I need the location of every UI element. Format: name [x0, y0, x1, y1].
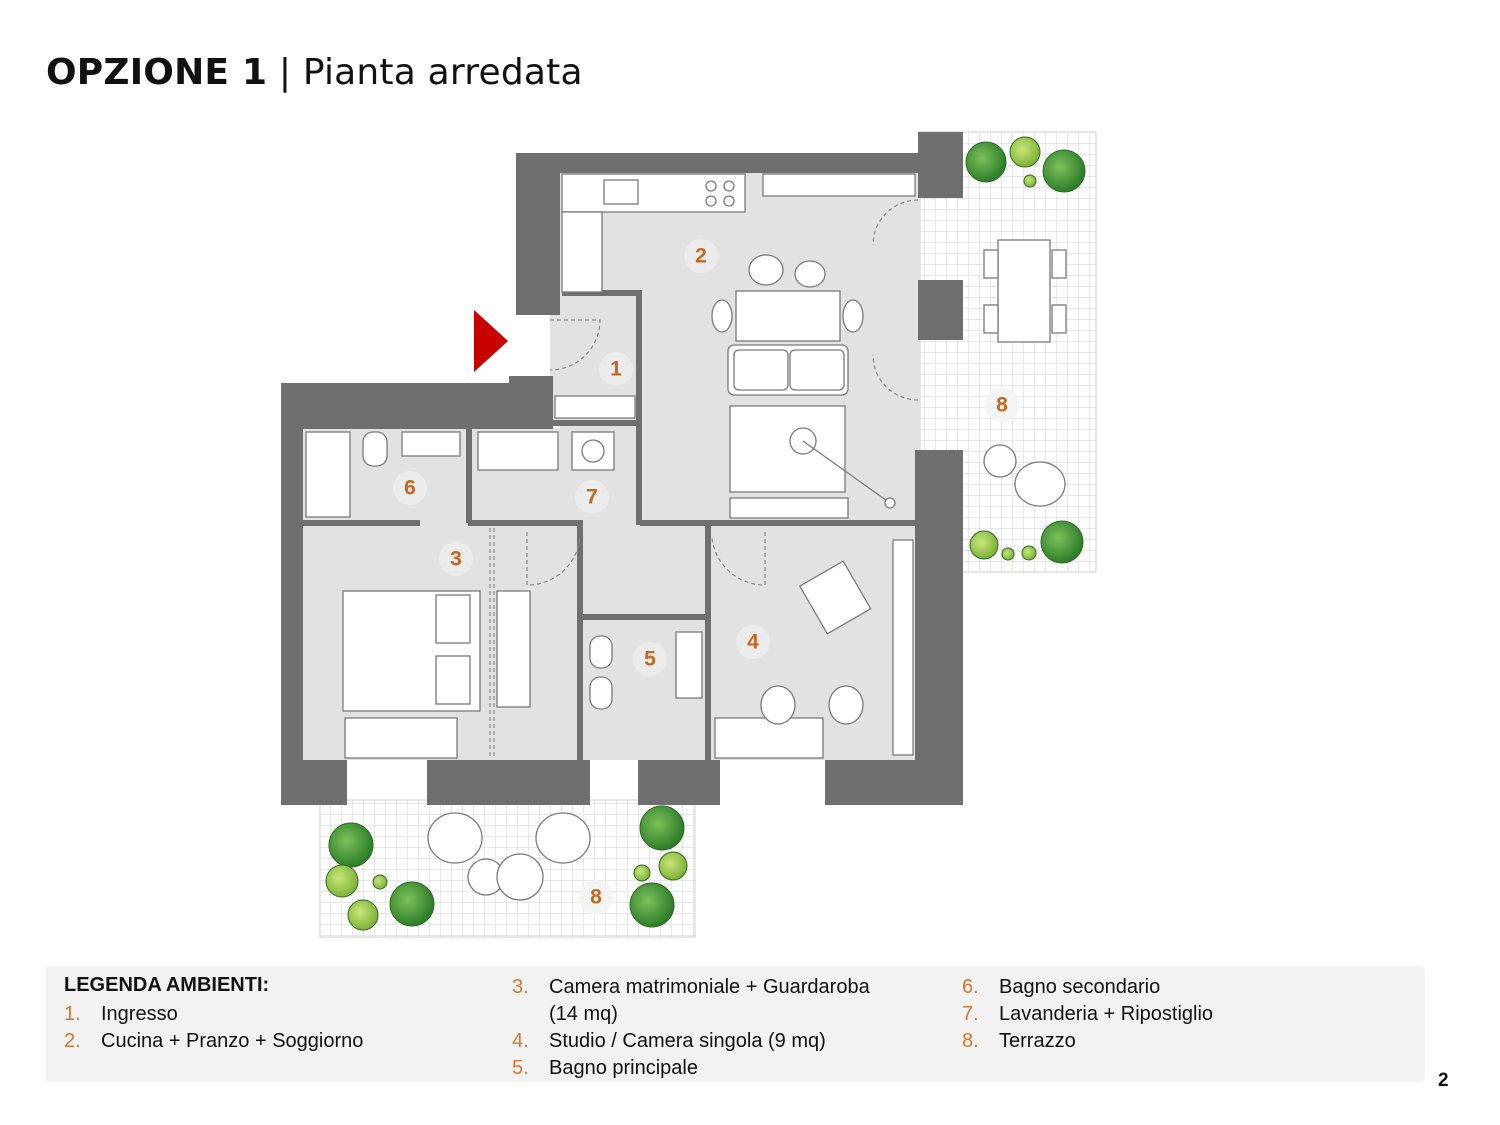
floor-plan: 1 2 3 4 5 6 7 8 8	[281, 131, 1097, 938]
legend-item-text: Ingresso	[101, 1003, 178, 1025]
title-subtitle: | Pianta arredata	[278, 52, 583, 93]
legend-item-number: 2.	[64, 1030, 81, 1052]
room-label-8-east: 8	[996, 394, 1008, 417]
legend-item: 2. Cucina + Pranzo + Soggiorno	[64, 1028, 363, 1055]
legend-item-number: 6.	[962, 976, 979, 998]
legend-item-number: 3.	[512, 976, 529, 998]
room-label-7: 7	[586, 486, 598, 509]
legend-item: 7. Lavanderia + Ripostiglio	[962, 1001, 1213, 1028]
legend-item: 5. Bagno principale	[512, 1055, 870, 1082]
room-label-3: 3	[450, 548, 462, 571]
legend-item-text: Studio / Camera singola (9 mq)	[549, 1030, 826, 1052]
legend-item: 1. Ingresso	[64, 1001, 363, 1028]
page-title: OPZIONE 1 | Pianta arredata	[46, 52, 583, 93]
legend-item: (14 mq)	[512, 1001, 870, 1028]
legend-column-1: 1. Ingresso 2. Cucina + Pranzo + Soggior…	[64, 1001, 363, 1055]
room-label-6: 6	[404, 477, 416, 500]
room-label-2: 2	[695, 245, 707, 268]
legend-title: LEGENDA AMBIENTI:	[64, 974, 270, 996]
legend-item-text: Terrazzo	[999, 1030, 1076, 1052]
room-badges	[393, 239, 1019, 914]
legend-item-number: 4.	[512, 1030, 529, 1052]
legend-item-number: 1.	[64, 1003, 81, 1025]
furniture	[305, 173, 1067, 901]
room-label-8-south: 8	[590, 886, 602, 909]
legend-column-2: 3. Camera matrimoniale + Guardaroba (14 …	[512, 974, 870, 1082]
legend-item-number: 7.	[962, 1003, 979, 1025]
legend-column-3: 6. Bagno secondario 7. Lavanderia + Ripo…	[962, 974, 1213, 1055]
entry-arrow-icon	[474, 310, 508, 372]
room-label-4: 4	[747, 631, 759, 654]
page-number: 2	[1438, 1070, 1449, 1091]
legend-panel: LEGENDA AMBIENTI: 1. Ingresso 2. Cucina …	[46, 966, 1425, 1082]
legend-item: 3. Camera matrimoniale + Guardaroba	[512, 974, 870, 1001]
legend-item: 4. Studio / Camera singola (9 mq)	[512, 1028, 870, 1055]
legend-item-text: Camera matrimoniale + Guardaroba	[549, 976, 870, 998]
plants	[325, 136, 1086, 931]
legend-item-text: Cucina + Pranzo + Soggiorno	[101, 1030, 364, 1052]
legend-item-text: Bagno principale	[549, 1057, 698, 1079]
legend-item: 6. Bagno secondario	[962, 974, 1213, 1001]
legend-item-text: Bagno secondario	[999, 976, 1161, 998]
legend-item-number: 8.	[962, 1030, 979, 1052]
doors	[489, 199, 919, 758]
room-label-5: 5	[644, 648, 656, 671]
room-label-1: 1	[610, 358, 622, 381]
legend-item-text: Lavanderia + Ripostiglio	[999, 1003, 1214, 1025]
walls	[281, 132, 963, 805]
legend-item-text: (14 mq)	[549, 1003, 618, 1025]
legend-item-number	[512, 1001, 549, 1028]
legend-item: 8. Terrazzo	[962, 1028, 1213, 1055]
legend-item-number: 5.	[512, 1057, 529, 1079]
title-option: OPZIONE 1	[46, 52, 268, 93]
